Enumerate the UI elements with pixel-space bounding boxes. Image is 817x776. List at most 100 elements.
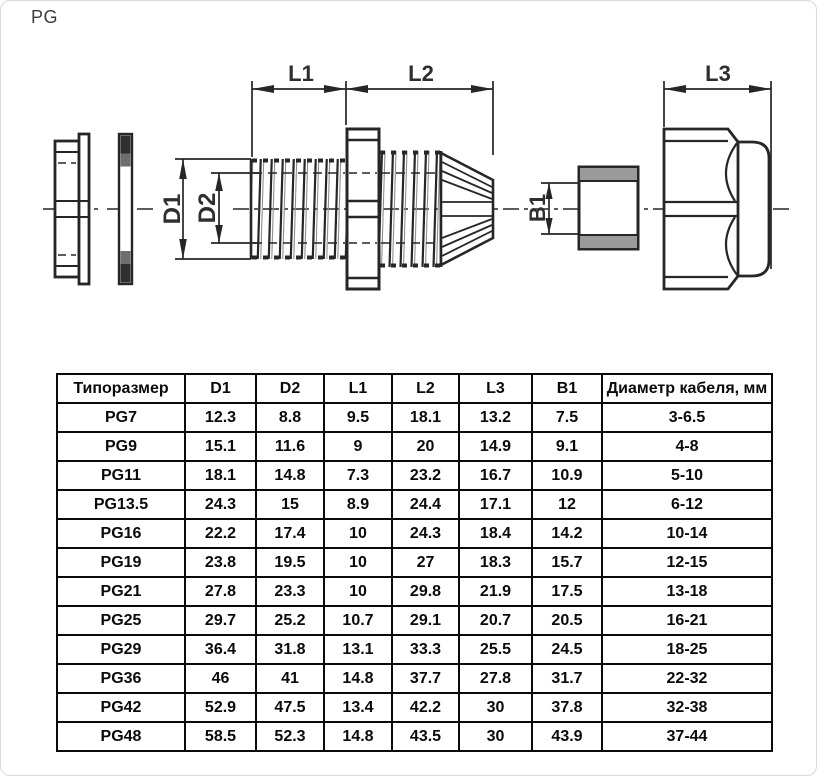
table-cell: 24.3 [391,518,460,549]
table-cell: 14.8 [255,460,325,491]
table-cell: 17.5 [531,576,603,607]
table-cell: 15.1 [184,431,257,462]
table-cell: 16.7 [458,460,533,491]
table-cell: 30 [458,692,533,723]
table-cell: 33.3 [391,634,460,665]
table-cell: 37.7 [391,663,460,694]
table-cell: 29.1 [391,605,460,636]
column-header: L2 [391,373,460,404]
table-cell: PG7 [56,402,186,433]
cable-gland-drawing: L1 L2 L3 D1 D2 B1 [43,61,793,291]
thread-section-1 [251,159,346,259]
table-cell: PG11 [56,460,186,491]
table-cell: 4-8 [601,431,773,462]
table-cell: 19.5 [255,547,325,578]
table-cell: 24.5 [531,634,603,665]
table-cell: 25.5 [458,634,533,665]
table-cell: 32-38 [601,692,773,723]
table-cell: 18.4 [458,518,533,549]
table-cell: 29.7 [184,605,257,636]
table-cell: 11.6 [255,431,325,462]
table-cell: 14.2 [531,518,603,549]
table-cell: 42.2 [391,692,460,723]
table-cell: 18-25 [601,634,773,665]
table-cell: PG9 [56,431,186,462]
table-cell: 10-14 [601,518,773,549]
dimension-l2 [346,81,494,155]
dimension-l1 [251,81,347,157]
thread-section-2 [379,151,441,267]
table-cell: 16-21 [601,605,773,636]
label-d1: D1 [159,194,186,225]
table-cell: 3-6.5 [601,402,773,433]
table-cell: 9.1 [531,431,603,462]
table-cell: 23.8 [184,547,257,578]
seal-ring [577,165,640,251]
dome-nut [662,127,771,291]
table-cell: 14.9 [458,431,533,462]
table-cell: 10 [323,576,393,607]
table-cell: 7.5 [531,402,603,433]
table-cell: 23.2 [391,460,460,491]
column-header: B1 [531,373,603,404]
dimension-d1 [175,158,251,260]
table-cell: 13.2 [458,402,533,433]
table-cell: 12 [531,489,603,520]
table-cell: PG29 [56,634,186,665]
table-cell: 10.9 [531,460,603,491]
table-cell: 9 [323,431,393,462]
label-l2: L2 [408,61,434,86]
column-header: Типоразмер [56,373,186,404]
table-cell: PG13.5 [56,489,186,520]
table-cell: 6-12 [601,489,773,520]
table-cell: 25.2 [255,605,325,636]
seal-washer [117,132,134,286]
column-header: Диаметр кабеля, мм [601,373,773,404]
column-header: D2 [255,373,325,404]
column-header: L1 [323,373,393,404]
dimension-b1 [541,182,579,235]
table-cell: 9.5 [323,402,393,433]
table-cell: 15 [255,489,325,520]
table-cell: 30 [458,721,533,752]
table-cell: 43.9 [531,721,603,752]
locknut [53,132,91,286]
table-cell: 22-32 [601,663,773,694]
table-cell: 41 [255,663,325,694]
table-cell: 10 [323,547,393,578]
table-cell: 8.8 [255,402,325,433]
table-cell: 10 [323,518,393,549]
table-cell: 13-18 [601,576,773,607]
table-cell: 52.9 [184,692,257,723]
table-cell: 15.7 [531,547,603,578]
table-cell: 31.8 [255,634,325,665]
table-cell: 37-44 [601,721,773,752]
table-cell: 18.1 [391,402,460,433]
table-cell: 27.8 [184,576,257,607]
table-cell: 29.8 [391,576,460,607]
table-cell: 12.3 [184,402,257,433]
table-cell: 10.7 [323,605,393,636]
table-cell: 52.3 [255,721,325,752]
table-cell: 13.4 [323,692,393,723]
table-cell: 20.7 [458,605,533,636]
table-cell: 14.8 [323,663,393,694]
dimensions [175,81,772,269]
table-cell: PG25 [56,605,186,636]
table-cell: 24.3 [184,489,257,520]
table-cell: 13.1 [323,634,393,665]
label-l3: L3 [705,61,731,86]
table-cell: 20 [391,431,460,462]
dimension-l3 [663,81,772,269]
table-cell: 31.7 [531,663,603,694]
table-cell: 22.2 [184,518,257,549]
